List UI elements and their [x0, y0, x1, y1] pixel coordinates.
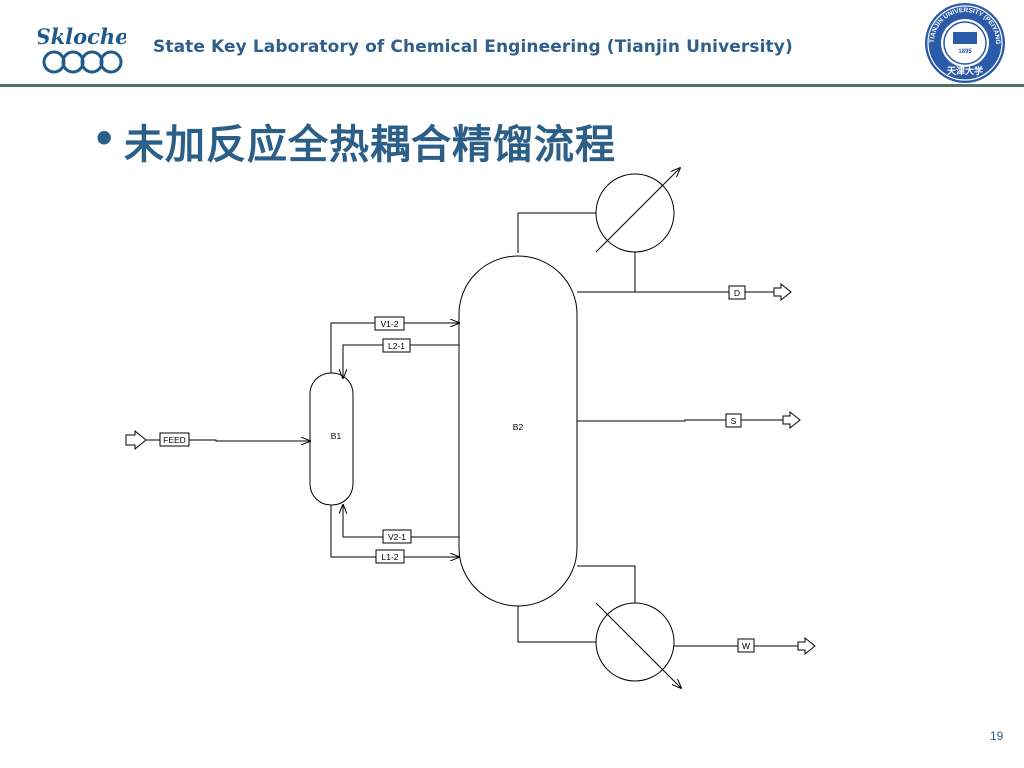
b2-label: B2 [513, 422, 524, 432]
reboiler [595, 602, 681, 688]
distillate-outlet-arrow [773, 282, 792, 302]
l12-label: L1-2 [381, 552, 398, 562]
seal-year: 1895 [958, 49, 972, 55]
tianjin-university-seal: TIANJIN UNIVERSITY (PEIYANG UNIVERSITY) … [920, 2, 1005, 83]
v12-label: V1-2 [381, 319, 399, 329]
side-stream-line [577, 419, 726, 422]
v12-label-box [374, 316, 405, 331]
l12-line [330, 505, 376, 558]
skloche-logo-text: Skloche [38, 24, 126, 49]
overhead-vapor-line [517, 212, 596, 253]
lab-name: State Key Laboratory of Chemical Enginee… [153, 37, 793, 57]
condenser [595, 168, 680, 253]
side-stream-outlet-arrow [782, 410, 801, 430]
header-divider [0, 84, 1024, 87]
w-label-box [737, 638, 755, 653]
bottoms-line [517, 606, 596, 643]
title-bullet: • [92, 117, 117, 161]
page-number: 19 [990, 729, 1004, 743]
seal-chinese-text: 天津大学 [947, 65, 983, 76]
v21-label: V2-1 [388, 532, 406, 542]
skloche-logo: Skloche [38, 24, 126, 74]
d-label: D [734, 288, 740, 298]
l12-label-box [375, 549, 405, 564]
s-label-box [725, 413, 742, 428]
s-label: S [731, 416, 737, 426]
feed-inlet-arrow [125, 429, 147, 451]
feed-label-box [159, 432, 190, 447]
v21-label-box [382, 529, 412, 544]
reboiler-vapor-line [577, 565, 636, 603]
column-b2 [458, 255, 578, 607]
b1-label: B1 [331, 431, 342, 441]
feed-label: FEED [163, 435, 186, 445]
skloche-rings [42, 50, 123, 74]
bottoms-outlet-arrow [797, 636, 816, 656]
w-label: W [742, 641, 750, 651]
d-label-box [728, 285, 746, 300]
slide-title: 未加反应全热耦合精馏流程 [124, 122, 616, 168]
v12-line [330, 322, 375, 373]
l21-label-box [382, 338, 411, 353]
l21-label: L2-1 [388, 341, 405, 351]
